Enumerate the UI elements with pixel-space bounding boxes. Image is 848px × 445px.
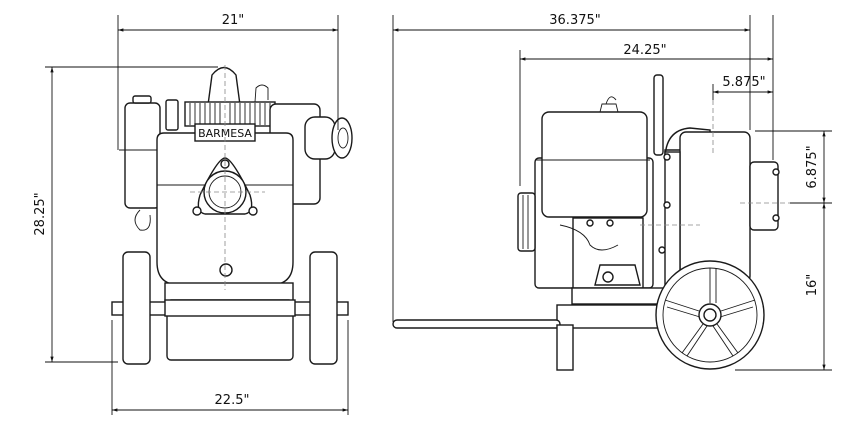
discharge-flange — [749, 161, 779, 231]
wheel-side — [655, 260, 765, 370]
dimension-width-top: 21" — [222, 13, 245, 28]
wheel-right — [309, 251, 338, 365]
dimension-overall-length: 36.375" — [549, 13, 600, 28]
wheel-left — [122, 251, 151, 365]
drain-plug — [219, 263, 233, 277]
pull-handle — [392, 319, 561, 329]
side-view — [392, 74, 790, 371]
front-view: BARMESA — [111, 65, 353, 365]
fuel-tank-side — [541, 111, 648, 218]
base-frame — [164, 282, 294, 302]
pump-housing — [679, 131, 751, 283]
lifting-handle — [207, 66, 241, 106]
fuel-tank — [124, 102, 161, 209]
dimension-width-bottom: 22.5" — [215, 393, 250, 408]
dimension-pump-offset: 5.875" — [722, 75, 765, 90]
pulley-side — [517, 192, 536, 252]
dimension-engine-length: 24.25" — [623, 43, 666, 58]
dimension-suction-height: 16" — [805, 274, 820, 297]
dimension-discharge-height: 6.875" — [805, 145, 820, 188]
frame-leg — [556, 324, 574, 371]
dimension-height: 28.25" — [33, 192, 48, 235]
exhaust-pipe — [653, 74, 664, 156]
side-dimensions: 36.375" 24.25" 5.875" 6.875" 16" — [392, 13, 832, 371]
pulley — [304, 116, 336, 160]
front-dimensions: 21" 28.25" 22.5" — [33, 13, 349, 415]
